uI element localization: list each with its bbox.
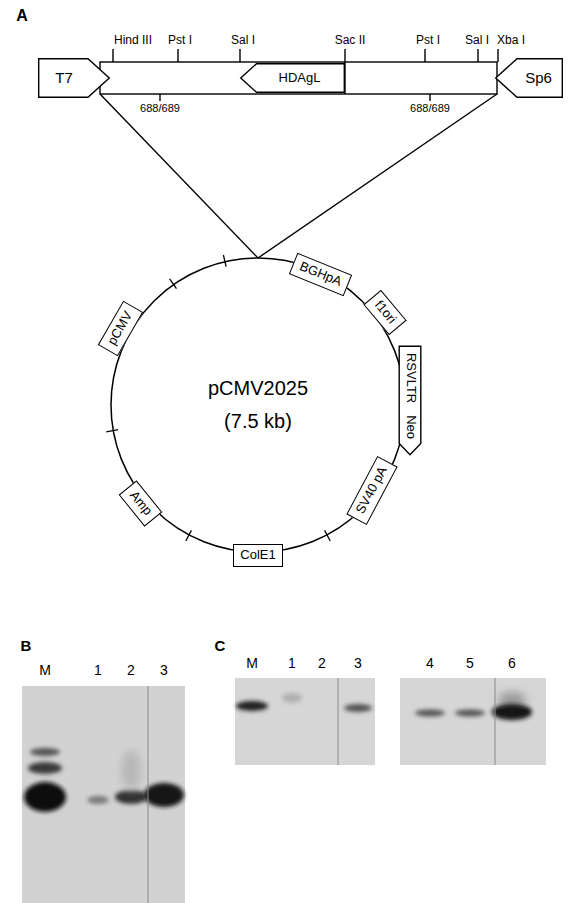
node-text: pCMV [105, 309, 136, 348]
gene-arrow: HDAgL [240, 63, 345, 93]
node-text: Neo [403, 415, 418, 439]
site-label: Pst I [416, 34, 440, 46]
feature-box: BGHpA [288, 252, 351, 295]
lane-label: 3 [160, 663, 168, 677]
gel-band [415, 710, 445, 717]
panel-letter: B [21, 638, 32, 653]
gel-band [144, 783, 184, 807]
position-label: 688/689 [410, 103, 450, 114]
node-text: HDAgL [279, 71, 321, 86]
site-label: Pst I [168, 34, 192, 46]
site-tick [424, 49, 425, 62]
lane-divider [338, 678, 339, 765]
gel-band [24, 782, 66, 812]
lane-divider [495, 678, 496, 765]
insert-bar [100, 62, 497, 94]
site-label: Sal I [231, 34, 255, 46]
site-tick [344, 49, 345, 62]
node-text: f1ori [371, 298, 399, 327]
site-tick [112, 49, 113, 62]
lane-divider [148, 686, 149, 903]
node-text: pCMV2025 [208, 377, 308, 400]
node-text: SV40 pA [353, 464, 390, 516]
feature-box: f1ori [363, 289, 406, 334]
gel-band [28, 762, 62, 774]
lane-label: 2 [318, 656, 326, 670]
node-text: ColE1 [240, 548, 275, 563]
site-tick [497, 49, 498, 62]
insert-guide-line [100, 94, 258, 258]
node-text: T7 [55, 69, 73, 86]
gel-band [30, 748, 60, 756]
feature-box: ColE1 [233, 544, 283, 567]
promoter-arrow: Sp6 [495, 58, 563, 98]
position-label: 688/689 [140, 103, 180, 114]
lane-label: 6 [508, 656, 516, 670]
panel-letter: A [16, 8, 28, 24]
site-tick [239, 49, 240, 62]
gel-b [22, 686, 185, 903]
insert-guide-line [258, 94, 497, 258]
site-label: Sac II [335, 34, 366, 46]
plasmid-ticks [106, 255, 330, 541]
arrow-shape [241, 64, 345, 93]
position-tick [159, 94, 160, 101]
gel-c [235, 678, 546, 765]
gel-band [492, 704, 532, 720]
lane-label: 1 [94, 663, 102, 677]
arrow-outline [38, 58, 110, 98]
arrow-shape [399, 346, 421, 455]
arrow-shape [496, 59, 563, 98]
position-tick [429, 94, 430, 101]
lane-label: 4 [426, 656, 434, 670]
site-tick [177, 49, 178, 62]
feature-box: Amp [118, 480, 162, 526]
gel-smear [121, 750, 141, 790]
node-text: (7.5 kb) [224, 410, 292, 433]
gel-band [115, 790, 147, 804]
node-text: RSVLTR [403, 352, 418, 402]
lane-label: 5 [466, 656, 474, 670]
lane-label: 3 [354, 656, 362, 670]
feature-box: SV40 pA [346, 455, 397, 524]
feature-arrow: RSVLTR Neo [399, 345, 422, 455]
insert-map [100, 49, 498, 258]
gel-image [235, 678, 375, 765]
lane-label: M [39, 663, 51, 677]
lane-label: 2 [127, 663, 135, 677]
feature-box: pCMV [97, 300, 142, 356]
gel-band [236, 701, 268, 711]
promoter-arrow: T7 [38, 58, 110, 98]
gel-smear [282, 693, 302, 703]
gel-image [22, 686, 185, 903]
node-text: BGHpA [297, 259, 343, 289]
gel-band [344, 704, 372, 712]
node-text: Sp6 [525, 69, 552, 86]
arrow-shape [39, 59, 110, 98]
site-label: Sal I [465, 34, 489, 46]
boundary-tick [106, 430, 118, 432]
site-tick [477, 49, 478, 62]
lane-label: 1 [288, 656, 296, 670]
lane-label: M [246, 656, 258, 670]
panel-letter: C [215, 638, 226, 653]
site-label: Xba I [497, 34, 525, 46]
site-label: Hind III [114, 34, 152, 46]
node-text: Amp [126, 488, 154, 518]
gel-image [400, 678, 546, 765]
gel-band [87, 796, 109, 804]
gel-band [455, 710, 485, 717]
plasmid-ring [111, 258, 405, 552]
